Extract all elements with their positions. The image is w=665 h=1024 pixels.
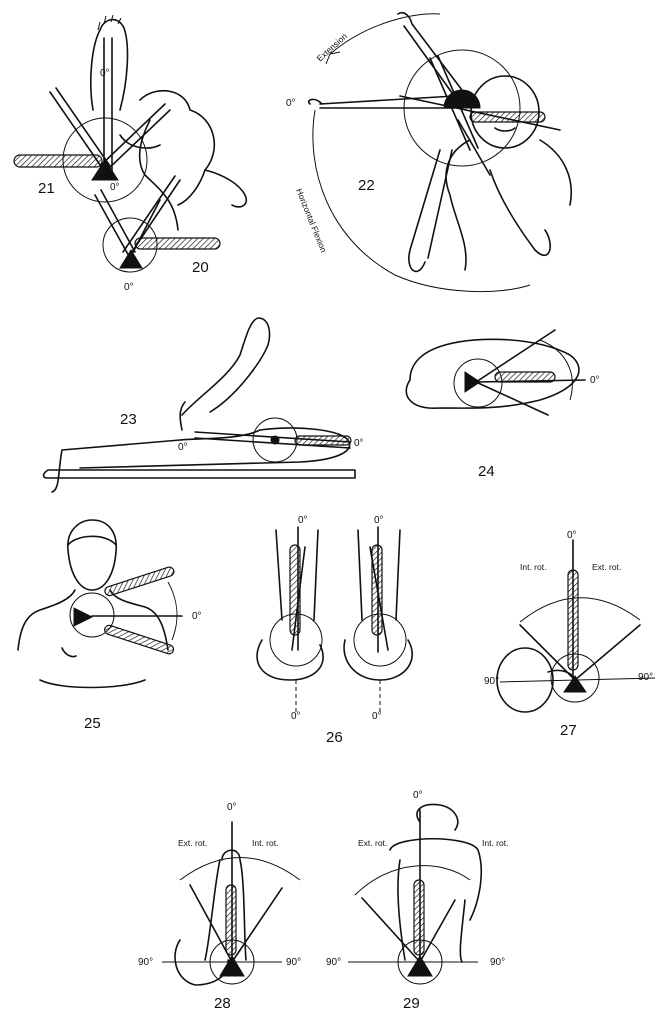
f22-extension-label: Extension (315, 31, 350, 64)
pivot-21 (91, 159, 119, 181)
f29-deg-right: 90° (490, 957, 505, 968)
f25-zero-label: 0° (192, 611, 202, 622)
figure-20-21: 0° 0° 0° 21 20 (13, 14, 248, 293)
f28-zero-label: 0° (227, 802, 237, 813)
f22-horizontal-flexion-label: Horizontal Flexion (294, 187, 329, 254)
leg-outline (174, 849, 247, 986)
f28-number: 28 (214, 995, 231, 1012)
pivot-25 (73, 607, 94, 627)
f24-zero-label: 0° (590, 375, 600, 386)
f21-number: 21 (38, 180, 55, 197)
f27-number: 27 (560, 722, 577, 739)
f29-zero-label: 0° (413, 790, 423, 801)
range-arc (539, 339, 573, 401)
f26-zero-bottom-right: 0° (372, 711, 382, 722)
range-arc (354, 865, 471, 896)
body-outline (389, 803, 483, 963)
f27-deg-right: 90° (638, 672, 653, 683)
protractor-25 (69, 592, 115, 638)
head-outline (496, 647, 554, 713)
pivot-24 (464, 371, 481, 393)
f27-int-rot-label: Int. rot. (520, 562, 546, 572)
f29-deg-left: 90° (326, 957, 341, 968)
foot-outline (89, 18, 129, 111)
f24-number: 24 (478, 463, 495, 480)
f28-deg-right: 90° (286, 957, 301, 968)
raised-leg (179, 317, 271, 431)
f22-zero-label: 0° (286, 98, 296, 109)
f27-zero-label: 0° (567, 530, 577, 541)
f20-zero-label: 0° (124, 282, 134, 293)
table-outline (42, 469, 356, 479)
range-arc (179, 857, 301, 881)
f23-number: 23 (120, 411, 137, 428)
f26-zero-top-left: 0° (298, 515, 308, 526)
pivot-22 (443, 89, 481, 109)
f28-int-rot-label: Int. rot. (252, 838, 278, 848)
protractor-22 (403, 49, 521, 167)
figure-27: 0° Int. rot. Ext. rot. 90° 90° 27 (484, 530, 656, 739)
figure-22: 0° Extension Horizontal Flexion 22 (286, 11, 572, 293)
f22-number: 22 (358, 177, 375, 194)
f26-zero-top-right: 0° (374, 515, 384, 526)
figure-29: 0° Ext. rot. Int. rot. 90° 90° 29 (326, 790, 508, 1012)
range-arc (519, 597, 641, 623)
f27-ext-rot-label: Ext. rot. (592, 562, 621, 572)
pivot-29 (407, 955, 433, 977)
figure-26: 0° 0° 0° 0° 26 (256, 515, 413, 746)
range-arc (312, 13, 531, 293)
f26-number: 26 (326, 729, 343, 746)
pivot-28 (219, 955, 245, 977)
figure-28: 0° Ext. rot. Int. rot. 90° 90° 28 (138, 802, 301, 1012)
f21-zero-label-b: 0° (110, 182, 120, 193)
f21-zero-label: 0° (100, 68, 110, 79)
figure-24: 0° 24 (405, 329, 600, 480)
figure-23: 0° 0° 23 (42, 317, 364, 493)
f29-ext-rot-label: Ext. rot. (358, 838, 387, 848)
f29-number: 29 (403, 995, 420, 1012)
head-outline (67, 519, 117, 591)
range-arc (167, 581, 178, 641)
torso-outline (445, 139, 572, 271)
f23-zero-left: 0° (178, 442, 188, 453)
f28-ext-rot-label: Ext. rot. (178, 838, 207, 848)
left-forearm (256, 529, 324, 681)
f28-deg-left: 90° (138, 957, 153, 968)
protractor-24 (453, 358, 503, 408)
f20-number: 20 (192, 259, 209, 276)
f27-deg-left: 90° (484, 676, 499, 687)
f25-number: 25 (84, 715, 101, 732)
figure-25: 0° 25 (17, 519, 202, 732)
shoulders-outline (17, 589, 169, 689)
f29-int-rot-label: Int. rot. (482, 838, 508, 848)
pivot-20 (119, 249, 143, 269)
f23-zero-right: 0° (354, 438, 364, 449)
pivot-23 (270, 435, 280, 445)
f26-zero-bottom-left: 0° (291, 711, 301, 722)
pivot-27 (563, 675, 587, 693)
body-outline (119, 89, 248, 231)
